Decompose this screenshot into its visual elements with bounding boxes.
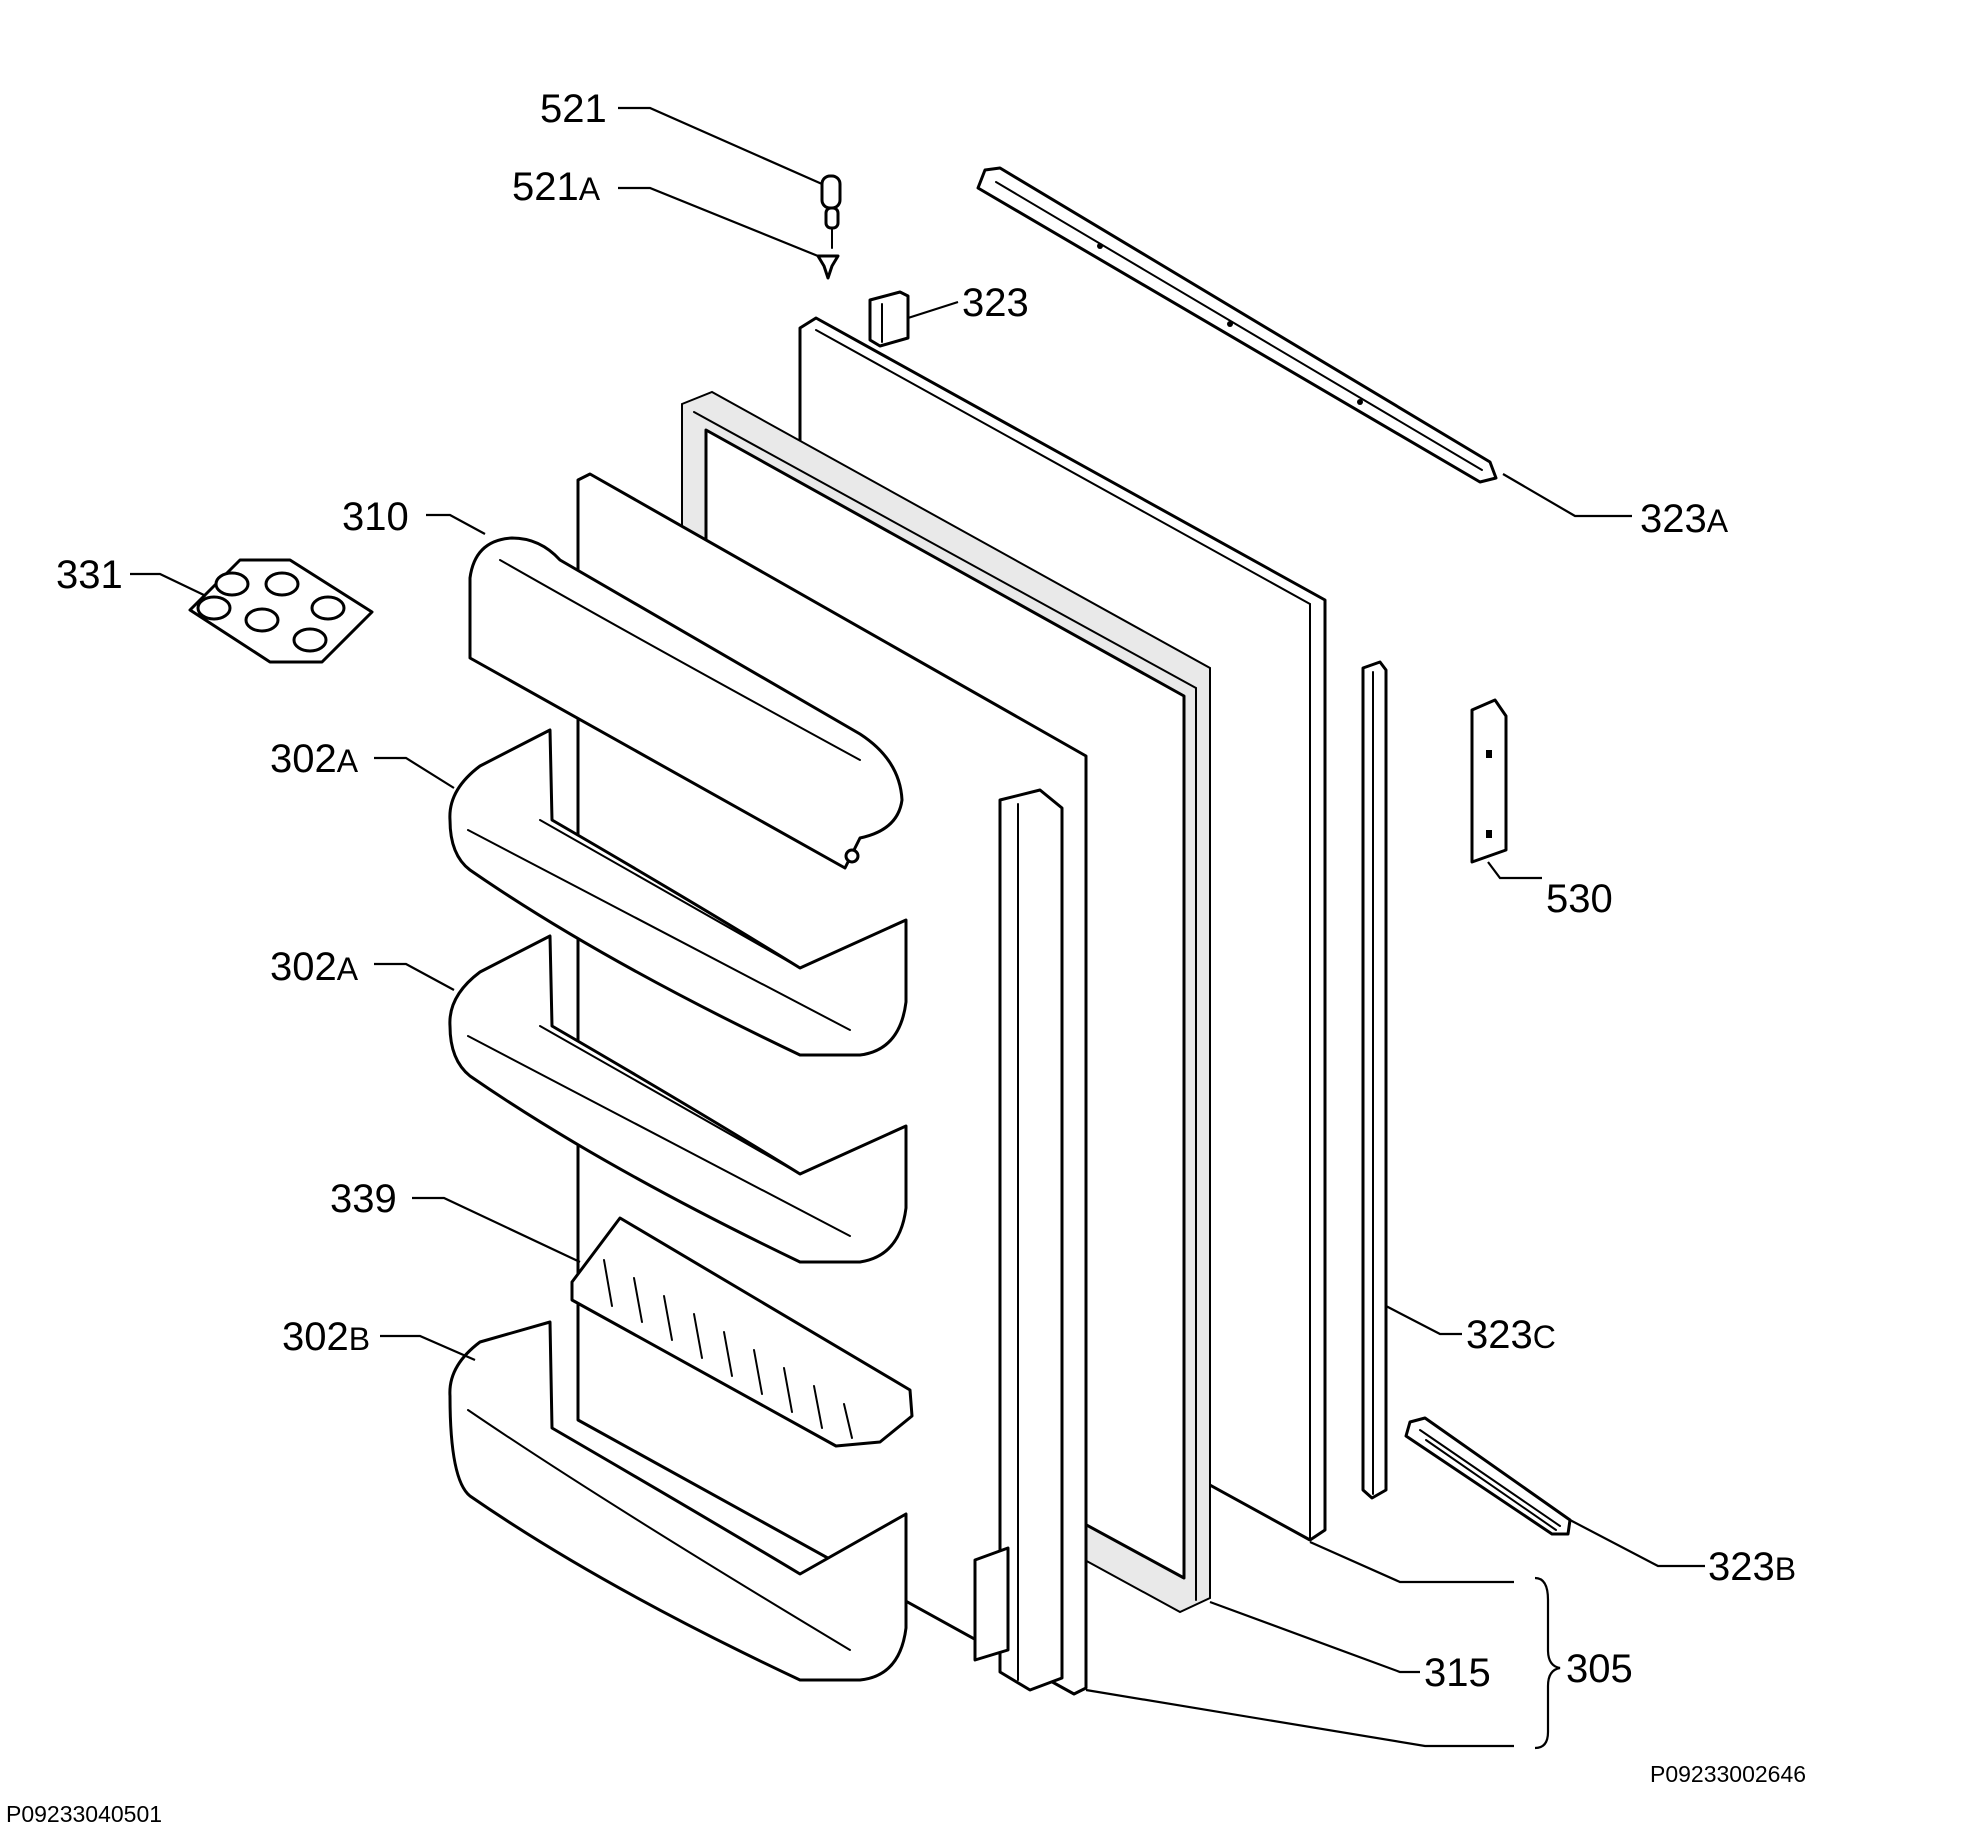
image-code-right: P09233002646: [1650, 1761, 1806, 1787]
label-521: 521: [540, 87, 607, 131]
image-code-left: P09233040501: [6, 1801, 162, 1827]
label-305: 305: [1566, 1647, 1633, 1691]
bottle-shelf-part: [448, 1320, 908, 1682]
label-331: 331: [56, 553, 123, 597]
label-302a-middle: 302A: [270, 945, 359, 989]
leader-lines: [130, 106, 1705, 1750]
label-339: 339: [330, 1177, 397, 1221]
bottle-retainer-part: [570, 1216, 914, 1448]
label-302a-top: 302A: [270, 737, 359, 781]
label-323: 323: [962, 281, 1029, 325]
label-521a: 521A: [512, 165, 601, 209]
dairy-compartment-part: [468, 536, 904, 870]
side-seal-strip-part: [1361, 660, 1388, 1500]
label-315: 315: [1424, 1651, 1491, 1695]
door-shelf-part: [448, 934, 908, 1264]
hinge-screw-part: [816, 254, 840, 280]
label-323a: 323A: [1640, 497, 1729, 541]
bottom-trim-rail-part: [1404, 1416, 1572, 1536]
top-trim-rail-part: [976, 166, 1498, 484]
label-302b: 302B: [282, 1315, 370, 1359]
hinge-pin-part: [820, 174, 842, 249]
label-323b: 323B: [1708, 1545, 1796, 1589]
top-bracket-part: [868, 290, 910, 348]
label-323c: 323C: [1466, 1313, 1556, 1357]
door-shelf-part: [448, 728, 908, 1057]
hinge-bracket-part: [1470, 698, 1508, 864]
egg-tray-part: [188, 558, 374, 664]
label-530: 530: [1546, 877, 1613, 921]
label-310: 310: [342, 495, 409, 539]
